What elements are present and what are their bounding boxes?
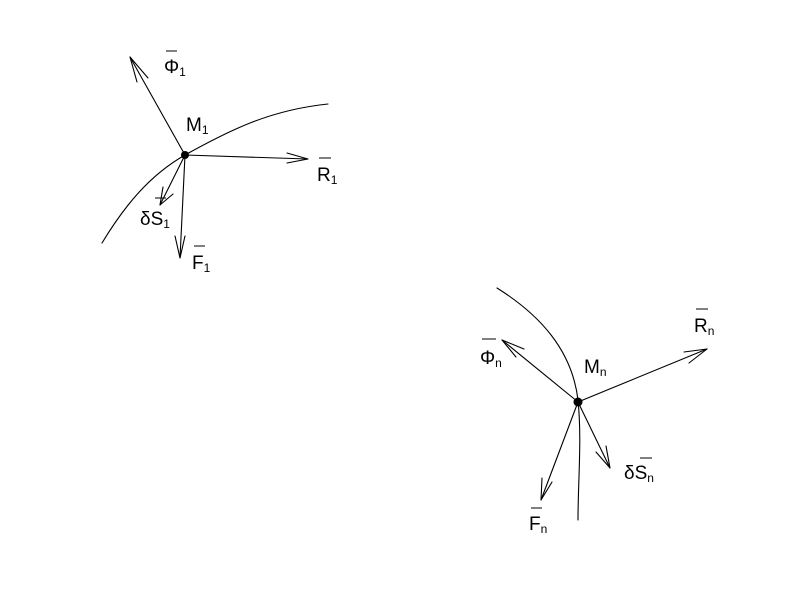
label-phi-n: Φn	[480, 338, 502, 370]
svg-text:F1: F1	[192, 253, 211, 275]
r-1-vector	[184, 152, 309, 164]
svg-text:δS1: δS1	[140, 209, 170, 231]
svg-text:Fn: Fn	[529, 514, 547, 536]
label-f-1: F1	[192, 245, 211, 275]
label-m1: M1	[186, 115, 209, 137]
label-mn: Mn	[584, 357, 607, 379]
label-phi-1: Φ1	[164, 50, 186, 79]
ds-1-vector	[159, 154, 186, 206]
point-n-group: Mn Φn Rn δSn Fn	[480, 287, 714, 536]
point-m1-dot	[181, 151, 189, 159]
f-n-vector	[540, 401, 579, 501]
label-ds-n: δSn	[624, 457, 654, 485]
svg-text:δSn: δSn	[624, 463, 654, 485]
label-r-n: Rn	[694, 308, 714, 338]
label-f-n: Fn	[529, 507, 547, 536]
point-1-group: M1 Φ1 R1 δS1 F1	[101, 50, 338, 275]
r-n-vector	[577, 348, 708, 403]
ds-n-vector	[577, 401, 611, 469]
svg-text:Φ1: Φ1	[164, 57, 186, 79]
svg-text:Rn: Rn	[694, 316, 714, 338]
point-mn-dot	[573, 397, 583, 407]
svg-text:R1: R1	[317, 165, 338, 187]
trajectory-curve-n	[496, 287, 581, 521]
f-1-vector	[174, 154, 186, 259]
phi-1-vector	[129, 56, 186, 156]
trajectory-curve-1	[101, 103, 329, 244]
label-ds-1: δS1	[140, 197, 170, 231]
svg-text:Φn: Φn	[480, 348, 502, 370]
phi-n-vector	[501, 339, 579, 403]
label-r-1: R1	[317, 157, 338, 187]
